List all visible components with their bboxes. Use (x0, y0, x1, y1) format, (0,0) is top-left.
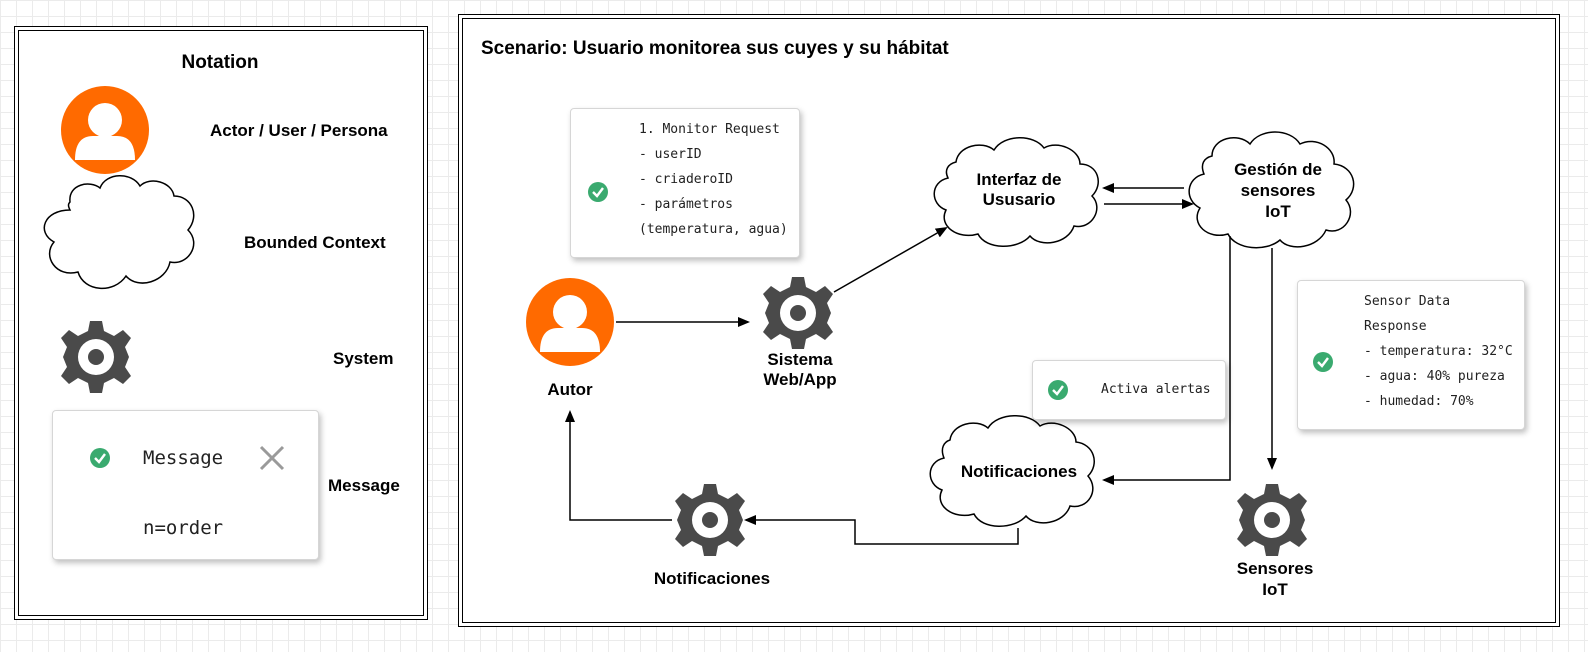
monitor-request-message: 1. Monitor Request - userID - criaderoID… (570, 108, 800, 258)
activa-alertas-message: Activa alertas (1032, 360, 1226, 420)
monitor-line-1: 1. Monitor Request (639, 122, 780, 137)
check-icon (1048, 380, 1068, 400)
arrow-notif-gear-to-autor (565, 410, 672, 521)
gestion-line-2: sensores (1240, 181, 1316, 200)
monitor-line-5: (temperatura, agua) (639, 222, 788, 237)
interfaz-label: Interfaz de Ususario (976, 170, 1061, 210)
bounded-context-notation-label: Bounded Context (244, 233, 386, 252)
actor-notation-label: Actor / User / Persona (210, 121, 388, 140)
activa-alertas-text: Activa alertas (1101, 382, 1211, 397)
sensores-line-2: IoT (1262, 580, 1288, 599)
gestion-label: Gestión de sensores IoT (1234, 159, 1322, 222)
sistema-line-1: Sistema (767, 350, 833, 369)
sensor-line-3: - temperatura: 32°C (1364, 344, 1513, 359)
sensor-line-4: - agua: 40% pureza (1364, 369, 1505, 384)
check-icon (1313, 352, 1333, 372)
notificaciones-gear-icon (675, 484, 745, 556)
notation-message-card: Message n=order (52, 410, 319, 560)
sistema-webapp-gear-icon (763, 277, 833, 349)
monitor-line-2: - userID (639, 147, 702, 162)
sensores-iot-gear-icon (1237, 484, 1307, 556)
interfaz-cloud (933, 137, 1099, 247)
autor-actor-icon (526, 278, 614, 366)
sensores-line-1: Sensores (1236, 559, 1314, 578)
arrow-notif-cloud-to-gear (744, 515, 1019, 545)
notation-bounded-context-icon (43, 175, 195, 290)
system-notation-label: System (333, 349, 394, 368)
sensor-line-2: Response (1364, 319, 1427, 334)
sistema-line-2: Web/App (763, 370, 837, 389)
notificaciones-cloud (929, 415, 1095, 527)
notation-system-gear-icon (61, 321, 131, 393)
check-icon (588, 182, 608, 202)
message-text: Message (143, 447, 224, 469)
sensores-iot-label: Sensores IoT (1237, 558, 1314, 600)
check-icon (90, 448, 110, 468)
arrow-gestion-to-notificaciones (1102, 236, 1231, 485)
sensor-line-1: Sensor Data (1364, 294, 1451, 309)
autor-label: Autor (547, 380, 593, 399)
scenario-title: Scenario: Usuario monitorea sus cuyes y … (481, 38, 949, 59)
message-order: n=order (143, 517, 224, 539)
monitor-line-3: - criaderoID (639, 172, 733, 187)
sensor-data-message: Sensor Data Response - temperatura: 32°C… (1297, 280, 1525, 430)
sensor-line-5: - humedad: 70% (1364, 394, 1474, 409)
monitor-line-4: - parámetros (639, 197, 733, 212)
notation-title: Notation (181, 52, 259, 73)
message-notation-label: Message (328, 476, 400, 495)
notation-actor-icon (61, 86, 149, 174)
notificaciones-system-label: Notificaciones (653, 569, 771, 588)
sistema-webapp-label: Sistema Web/App (763, 350, 836, 390)
gestion-line-1: Gestión de (1234, 160, 1322, 179)
interfaz-line-1: Interfaz de (976, 170, 1062, 189)
close-icon (259, 445, 285, 471)
gestion-line-3: IoT (1265, 202, 1291, 221)
interfaz-line-2: Ususario (982, 190, 1056, 209)
arrow-sistema-to-interfaz (833, 227, 948, 293)
notificaciones-bc-label: Notificaciones (960, 462, 1078, 481)
